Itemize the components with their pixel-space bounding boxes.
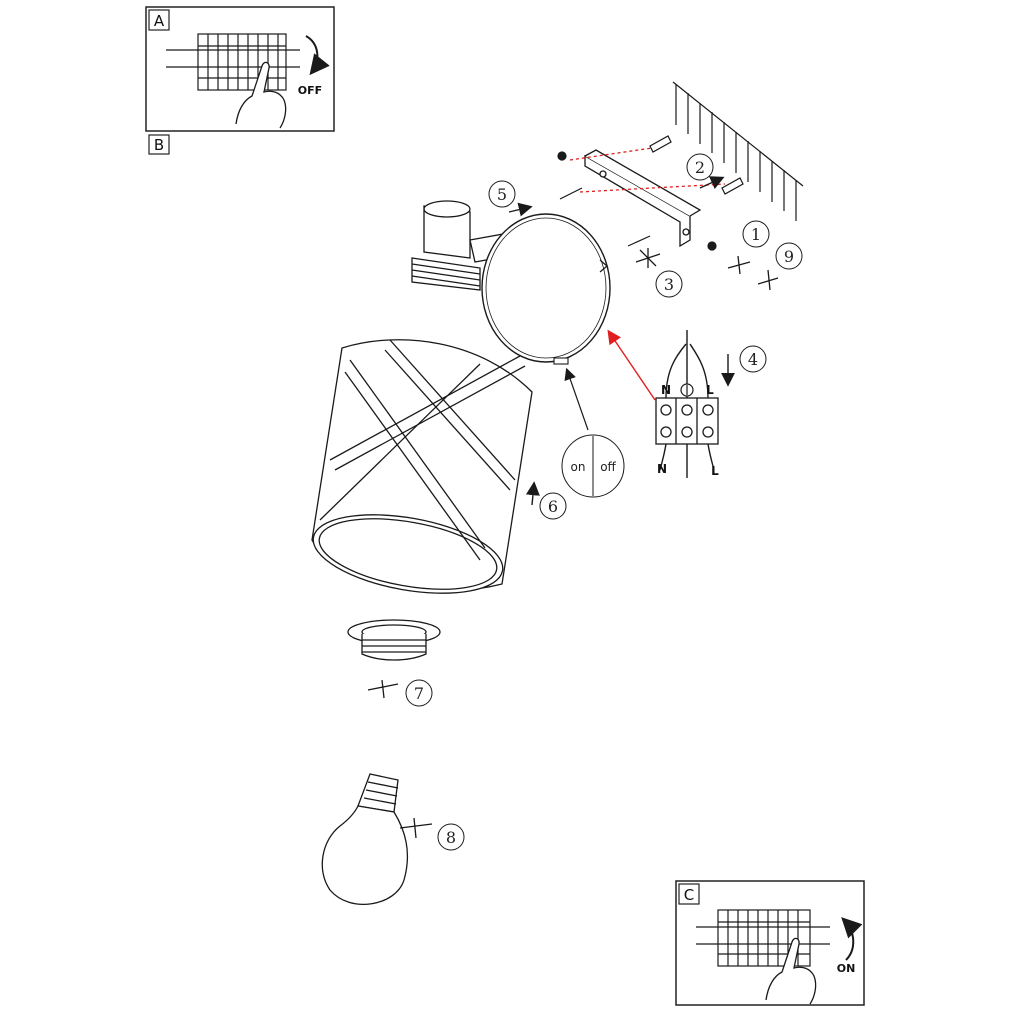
switch-on-label: on (571, 460, 586, 474)
step-6-label: 6 (548, 497, 558, 516)
step-4-label: 4 (748, 350, 758, 369)
terminal-block (655, 397, 719, 445)
step-2-marker: 2 (686, 153, 714, 181)
switch-on-arrow-icon (841, 917, 863, 961)
step-9-marker: 9 (775, 242, 803, 270)
shade-ring (347, 619, 441, 661)
panel-c-action-label: ON (837, 962, 856, 975)
supply-wires (659, 330, 715, 478)
terminal-live-label-bottom: L (711, 464, 719, 478)
step-5-label: 5 (497, 185, 507, 204)
breaker-panel-icon (166, 33, 300, 91)
panel-b-letter: B (154, 136, 164, 154)
drill-line (569, 147, 726, 193)
step-4-marker: 4 (739, 345, 767, 373)
step-1-label: 1 (751, 225, 761, 244)
switch-off-arrow-icon (305, 35, 330, 76)
panel-b: B (148, 134, 170, 155)
hand-icon (235, 61, 287, 129)
wall-hatching (672, 81, 804, 221)
switch-off-label: off (600, 460, 616, 474)
step-3-label: 3 (664, 275, 674, 294)
step-8-marker: 8 (437, 823, 465, 851)
step-9-label: 9 (784, 247, 794, 266)
on-off-switch-callout: on off (561, 434, 625, 498)
terminal-live-label-top: L (706, 383, 714, 397)
connection-arrow-icon (607, 329, 656, 401)
step-3-marker: 3 (655, 270, 683, 298)
step-7-marker: 7 (405, 679, 433, 707)
ceiling-plate (481, 213, 611, 365)
screw-icon (557, 151, 717, 251)
panel-a-action-label: OFF (298, 84, 322, 97)
step-6-marker: 6 (539, 492, 567, 520)
mounting-bracket (584, 149, 702, 248)
light-bulb (321, 773, 409, 905)
step-7-label: 7 (414, 684, 424, 703)
step-1-marker: 1 (742, 220, 770, 248)
step-2-label: 2 (695, 158, 705, 177)
step-5-marker: 5 (488, 180, 516, 208)
terminal-neutral-label-bottom: N (657, 462, 667, 476)
direction-arrows (508, 176, 725, 506)
hand-icon (765, 937, 817, 1005)
panel-a-letter-box (148, 9, 170, 31)
switch-pointer-arrow-icon (564, 367, 589, 431)
step-8-label: 8 (446, 828, 456, 847)
panel-c: C ON (675, 880, 865, 1006)
terminal-neutral-label-top: N (661, 383, 671, 397)
rotate-icon (367, 248, 779, 839)
wall-plug-icon (649, 135, 744, 195)
panel-c-letter-box (678, 883, 700, 905)
lamp-shade (311, 339, 533, 594)
panel-a-letter: A (154, 12, 165, 30)
switch-toggle (553, 357, 569, 365)
panel-a: A OFF (145, 6, 335, 132)
panel-c-letter: C (684, 886, 694, 904)
